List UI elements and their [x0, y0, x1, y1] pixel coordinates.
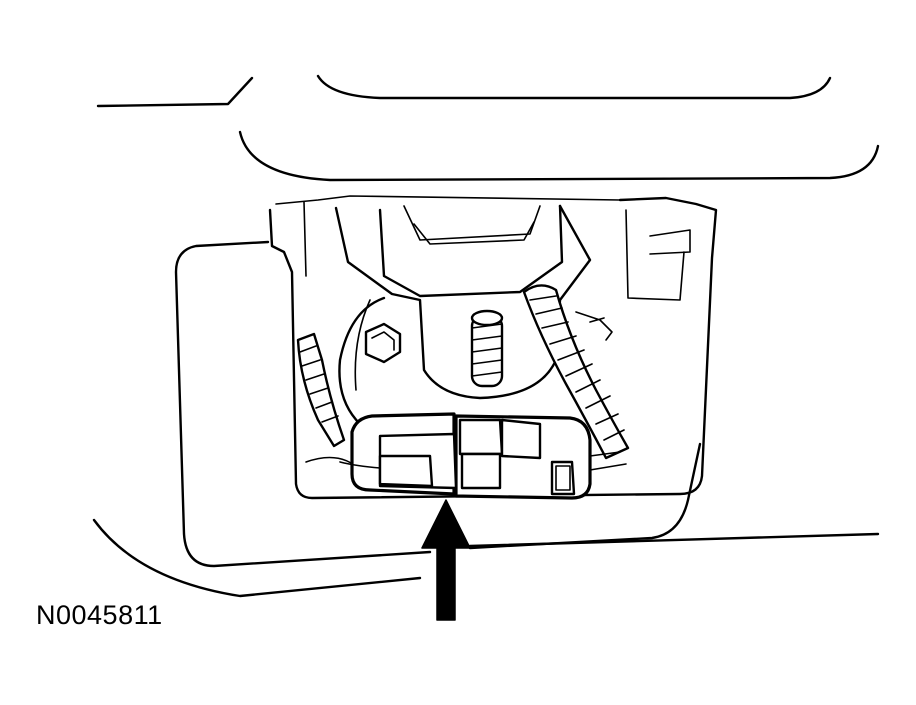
indicator-arrow-icon — [421, 499, 471, 621]
wire-harness — [522, 284, 630, 460]
hex-bolt — [364, 322, 402, 364]
figure-id-label: N0045811 — [36, 600, 163, 630]
latch-mechanism — [334, 204, 592, 426]
threaded-stud — [470, 309, 504, 388]
electrical-connector — [339, 412, 627, 500]
panel-recess — [174, 240, 702, 568]
latch-housing — [268, 195, 718, 500]
